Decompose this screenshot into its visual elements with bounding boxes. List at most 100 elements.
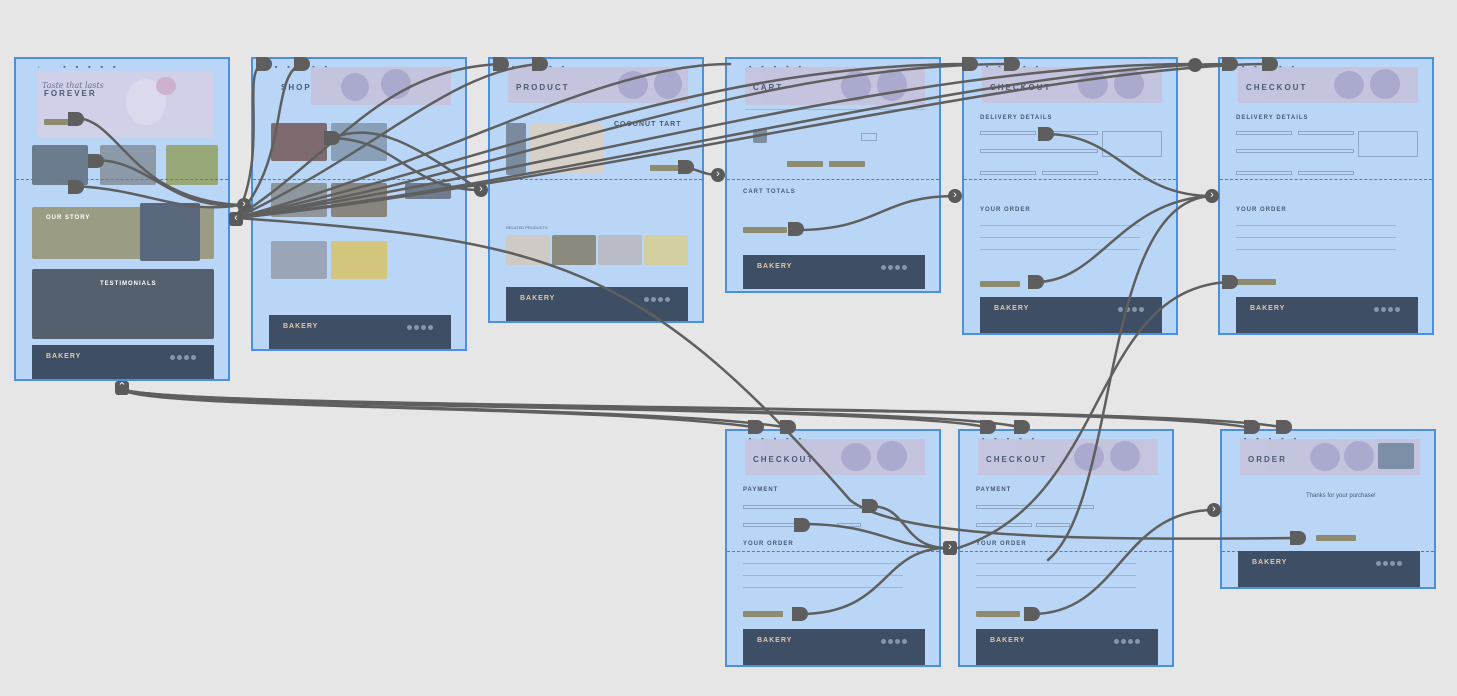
city-field[interactable] [1236, 171, 1292, 175]
order-row-3 [1236, 249, 1396, 250]
last-name-field[interactable] [1298, 131, 1354, 135]
nav-handle[interactable] [1244, 420, 1260, 434]
arrow-right-icon[interactable]: › [474, 183, 488, 197]
arrow-right-icon[interactable]: › [943, 541, 957, 555]
product-thumbs[interactable] [506, 123, 526, 175]
link-handle[interactable] [792, 607, 808, 621]
link-handle[interactable] [68, 180, 84, 194]
footer-logo: BAKERY [757, 263, 793, 270]
quantity-stepper[interactable] [861, 133, 877, 141]
city-field[interactable] [980, 171, 1036, 175]
link-handle[interactable] [1024, 607, 1040, 621]
arrow-right-icon[interactable]: › [948, 189, 962, 203]
arrow-left-icon[interactable]: ‹ [229, 212, 243, 226]
place-order-button[interactable] [976, 611, 1020, 617]
postcode-field[interactable] [1042, 171, 1098, 175]
product-3[interactable] [271, 183, 327, 217]
nav-handle[interactable] [1262, 57, 1278, 71]
cvv-field[interactable] [1036, 523, 1070, 527]
nav-handle[interactable] [1276, 420, 1292, 434]
first-name-field[interactable] [1236, 131, 1292, 135]
nav-handle[interactable] [532, 57, 548, 71]
postcode-field[interactable] [1298, 171, 1354, 175]
return-button[interactable] [1316, 535, 1356, 541]
related-2[interactable] [552, 235, 596, 265]
footer-logo: BAKERY [994, 305, 1030, 312]
card-number-field[interactable] [976, 505, 1094, 509]
expiry-field[interactable] [976, 523, 1032, 527]
link-handle[interactable] [324, 131, 340, 145]
fold-line [727, 179, 939, 180]
product-5[interactable] [271, 241, 327, 279]
fold-line [960, 551, 1172, 552]
category-filter[interactable] [405, 183, 451, 199]
product-2[interactable] [331, 123, 387, 161]
continue-button[interactable] [1236, 279, 1276, 285]
related-3[interactable] [598, 235, 642, 265]
arrow-right-icon[interactable]: › [237, 198, 251, 212]
page-title: CHECKOUT [1246, 83, 1308, 92]
payment-heading: PAYMENT [743, 487, 779, 493]
continue-button[interactable] [980, 281, 1020, 287]
arrow-right-icon[interactable]: › [711, 168, 725, 182]
hero-button[interactable] [44, 119, 70, 125]
link-handle[interactable] [1222, 275, 1238, 289]
link-handle[interactable] [1038, 127, 1054, 141]
link-handle[interactable] [88, 154, 104, 168]
page-title: CART [753, 83, 784, 92]
related-1[interactable] [506, 235, 550, 265]
notes-field[interactable] [1358, 131, 1418, 157]
card-number-field[interactable] [743, 505, 861, 509]
link-handle[interactable] [788, 222, 804, 236]
frame-product[interactable]: ■■■■■ PRODUCT COCONUT TART RELATED PRODU… [488, 57, 704, 323]
nav-handle[interactable] [493, 57, 509, 71]
product-1[interactable] [271, 123, 327, 161]
frame-checkout-2[interactable]: ■■■■■ CHECKOUT DELIVERY DETAILS YOUR ORD… [1218, 57, 1434, 335]
nav-handle[interactable] [748, 420, 764, 434]
frame-cart[interactable]: ■■■■■ CART CART TOTALS BAKERY [725, 57, 941, 293]
cvv-field[interactable] [837, 523, 861, 527]
nav-handle[interactable] [1014, 420, 1030, 434]
related-4[interactable] [644, 235, 688, 265]
top-nav: • ■■■■■ [38, 63, 116, 69]
nav-handle[interactable] [256, 57, 272, 71]
link-handle[interactable] [1028, 275, 1044, 289]
nav-handle[interactable] [780, 420, 796, 434]
product-4[interactable] [331, 183, 387, 217]
proceed-checkout-button[interactable] [743, 227, 787, 233]
nav-handle[interactable] [962, 57, 978, 71]
link-handle[interactable] [68, 112, 84, 126]
apply-coupon-button[interactable] [829, 161, 865, 167]
footer: BAKERY [743, 629, 925, 665]
nav-handle[interactable] [1222, 57, 1238, 71]
continue-button[interactable] [743, 611, 783, 617]
frame-home[interactable]: • ■■■■■ Taste that lasts FOREVER OUR STO… [14, 57, 230, 381]
arrow-right-icon[interactable]: › [1207, 503, 1221, 517]
order-row-1 [980, 225, 1140, 226]
arrow-up-icon[interactable]: ⌃ [115, 381, 129, 395]
first-name-field[interactable] [980, 131, 1036, 135]
nav-handle[interactable] [1004, 57, 1020, 71]
frame-shop[interactable]: ■■■■■ SHOP BAKERY [251, 57, 467, 351]
link-handle[interactable] [794, 518, 810, 532]
nav-handle[interactable] [294, 57, 310, 71]
frame-payment-1[interactable]: ■■■■■ CHECKOUT PAYMENT YOUR ORDER BAKERY [725, 429, 941, 667]
link-handle[interactable] [678, 160, 694, 174]
order-heading: YOUR ORDER [980, 207, 1031, 213]
link-handle[interactable] [862, 499, 878, 513]
nav-handle[interactable] [980, 420, 996, 434]
update-cart-button[interactable] [787, 161, 823, 167]
frame-checkout-1[interactable]: ■■■■■ CHECKOUT DELIVERY DETAILS YOUR ORD… [962, 57, 1178, 335]
notes-field[interactable] [1102, 131, 1162, 157]
expiry-field[interactable] [743, 523, 799, 527]
arrow-right-icon[interactable]: › [1205, 189, 1219, 203]
footer-logo: BAKERY [757, 637, 793, 644]
address-field[interactable] [1236, 149, 1354, 153]
link-handle[interactable] [1290, 531, 1306, 545]
link-endpoint[interactable] [1188, 58, 1202, 72]
frame-payment-2[interactable]: ■■■■■ CHECKOUT PAYMENT YOUR ORDER BAKERY [958, 429, 1174, 667]
address-field[interactable] [980, 149, 1098, 153]
delivery-heading: DELIVERY DETAILS [980, 115, 1053, 121]
product-6[interactable] [331, 241, 387, 279]
frame-order[interactable]: ■■■■■ ORDER Thanks for your purchase! BA… [1220, 429, 1436, 589]
